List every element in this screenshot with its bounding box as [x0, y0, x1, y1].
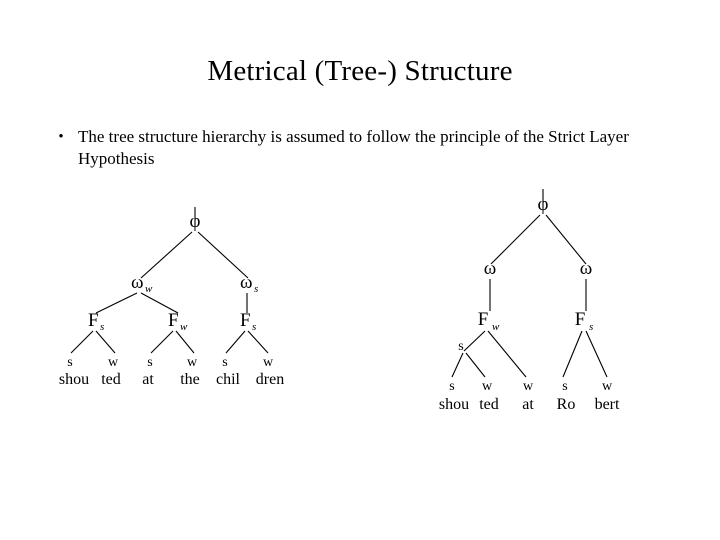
- right-foot-2: F: [575, 309, 586, 330]
- bullet-marker-icon: •: [58, 129, 64, 145]
- edge-root-omega-w: [140, 231, 193, 279]
- left-tree: φ ω w ω s F s F w: [59, 207, 284, 388]
- left-omega-s: ω: [240, 272, 253, 293]
- right-root-phi: φ: [538, 194, 549, 215]
- left-leaf-4-word: the: [180, 371, 200, 388]
- edge-rightfoot1-snode: [463, 330, 486, 352]
- left-foot-3-subscript: s: [252, 321, 256, 333]
- left-leaf-5-word: chil: [216, 371, 241, 388]
- left-omega-s-subscript: s: [254, 283, 258, 295]
- edge-foot1-leaf1: [70, 330, 94, 354]
- edge-right-root-omega-1: [490, 214, 541, 265]
- edge-foot2-leaf4: [175, 330, 195, 354]
- edge-right-root-omega-2: [545, 214, 587, 265]
- right-omega-2: ω: [580, 258, 593, 279]
- left-root-phi: φ: [190, 211, 201, 232]
- edge-rightfoot1-leaf3: [487, 330, 527, 378]
- right-leaf-5-word: bert: [595, 396, 620, 413]
- tree-diagrams: φ ω w ω s F s F w: [0, 185, 720, 445]
- edge-omegaw-fw: [140, 292, 179, 314]
- right-leaf-1-word: shou: [439, 396, 469, 413]
- right-foot-1-subscript: w: [492, 321, 500, 333]
- left-omega-w-subscript: w: [145, 283, 153, 295]
- edge-root-omega-s: [197, 231, 249, 279]
- edge-snode-leaf2: [465, 352, 486, 378]
- edge-rightfoot2-leaf4: [562, 330, 583, 378]
- left-leaf-3-word: at: [142, 371, 154, 388]
- edge-foot1-leaf2: [95, 330, 116, 354]
- edge-foot2-leaf3: [150, 330, 174, 354]
- page-title: Metrical (Tree-) Structure: [207, 55, 513, 87]
- right-foot-1: F: [478, 309, 489, 330]
- left-leaf-5-strength: s: [222, 355, 227, 370]
- list-item: • The tree structure hierarchy is assume…: [44, 126, 684, 170]
- edge-rightfoot2-leaf5: [585, 330, 608, 378]
- bullet-text: The tree structure hierarchy is assumed …: [78, 127, 629, 168]
- left-leaf-4-strength: w: [187, 355, 198, 370]
- left-leaf-6-strength: w: [263, 355, 274, 370]
- right-leaf-2-word: ted: [479, 396, 499, 413]
- right-leaf-1-strength: s: [449, 379, 454, 394]
- right-leaf-4-word: Ro: [557, 396, 576, 413]
- right-tree: φ ω ω F w F s: [439, 189, 620, 413]
- right-leaf-3-word: at: [522, 396, 534, 413]
- right-intermediate-s: s: [458, 339, 463, 354]
- left-leaf-1-word: shou: [59, 371, 89, 388]
- left-leaf-2-strength: w: [108, 355, 119, 370]
- right-leaf-3-strength: w: [523, 379, 534, 394]
- bullet-list: • The tree structure hierarchy is assume…: [44, 126, 684, 170]
- left-foot-1-subscript: s: [100, 321, 104, 333]
- edge-snode-leaf1: [451, 352, 464, 378]
- left-foot-2: F: [168, 310, 179, 331]
- left-omega-w: ω: [131, 272, 144, 293]
- edge-foot3-leaf5: [225, 330, 246, 354]
- left-leaf-1-strength: s: [67, 355, 72, 370]
- left-foot-1: F: [88, 310, 99, 331]
- right-foot-2-subscript: s: [589, 321, 593, 333]
- right-leaf-5-strength: w: [602, 379, 613, 394]
- left-leaf-3-strength: s: [147, 355, 152, 370]
- left-leaf-2-word: ted: [101, 371, 121, 388]
- edge-omegaw-fs: [95, 292, 138, 314]
- right-leaf-2-strength: w: [482, 379, 493, 394]
- left-foot-2-subscript: w: [180, 321, 188, 333]
- tree-svg: φ ω w ω s F s F w: [59, 189, 620, 413]
- edge-foot3-leaf6: [247, 330, 269, 354]
- left-leaf-6-word: dren: [256, 371, 284, 388]
- right-leaf-4-strength: s: [562, 379, 567, 394]
- left-foot-3: F: [240, 310, 251, 331]
- right-omega-1: ω: [484, 258, 497, 279]
